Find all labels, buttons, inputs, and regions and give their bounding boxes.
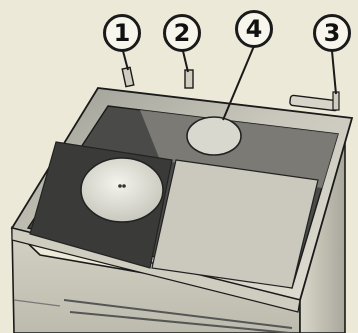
callout-2-label: 2 bbox=[163, 14, 201, 52]
callout-3: 3 bbox=[313, 14, 351, 52]
callout-4: 4 bbox=[235, 10, 273, 48]
callout-2: 2 bbox=[163, 14, 201, 52]
callout-3-label: 3 bbox=[313, 14, 351, 52]
callout-4-label: 4 bbox=[235, 10, 273, 48]
control-knob-1 bbox=[122, 67, 134, 86]
back-hotplate bbox=[187, 117, 241, 155]
right-hotplate-area bbox=[152, 160, 318, 288]
callout-1: 1 bbox=[103, 14, 141, 52]
callout-1-label: 1 bbox=[103, 14, 141, 52]
control-knob-2 bbox=[185, 70, 193, 88]
left-burner bbox=[81, 158, 163, 222]
control-switch-3 bbox=[290, 92, 339, 111]
